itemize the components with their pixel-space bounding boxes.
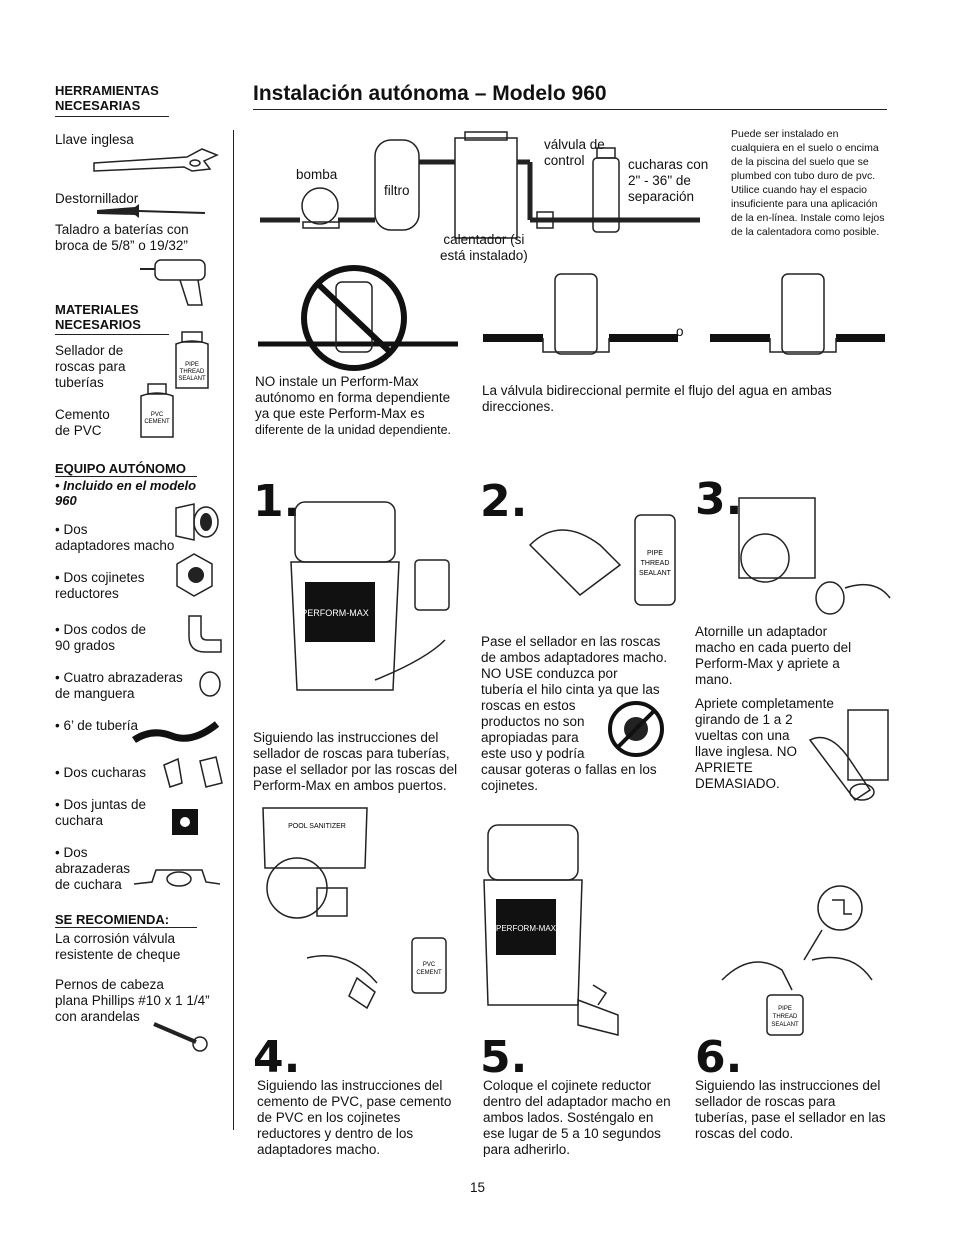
- svg-text:THREAD: THREAD: [773, 1014, 798, 1020]
- hose-clamp-icon: [199, 671, 221, 697]
- tool-wrench: Llave inglesa: [55, 132, 134, 147]
- svg-text:THREAD: THREAD: [641, 560, 670, 567]
- page-title: Instalación autónoma – Modelo 960: [253, 82, 607, 105]
- or-label: o: [676, 324, 684, 339]
- label-bomba: bomba: [296, 167, 338, 182]
- page-number: 15: [470, 1180, 486, 1195]
- step-2-number: 2.: [480, 476, 528, 527]
- flow-left-diagram: [483, 273, 678, 355]
- sidebar-divider: [233, 130, 234, 1130]
- svg-text:PVC: PVC: [151, 412, 164, 418]
- sealant-can-icon: PIPE THREAD SEALANT: [175, 331, 209, 389]
- drill-icon: [140, 259, 206, 306]
- screw-icon: [153, 1022, 208, 1052]
- svg-text:PIPE: PIPE: [185, 362, 199, 368]
- svg-text:PIPE: PIPE: [647, 550, 663, 557]
- step-2-illustration: PIPE THREAD SEALANT: [528, 514, 676, 606]
- step-4-illustration: POOL SANITIZER PVC CEMENT: [262, 807, 447, 1010]
- step-6-number: 6.: [695, 1032, 743, 1083]
- plumbing-diagram: [260, 131, 700, 239]
- svg-text:PERFORM-MAX: PERFORM-MAX: [496, 924, 557, 933]
- step-3-illustration: [738, 497, 891, 615]
- equipment-item: • 6’ de tubería: [55, 718, 139, 733]
- spoon-fittings-icon: [163, 756, 223, 788]
- wrench-icon: [93, 148, 219, 172]
- svg-text:THREAD: THREAD: [180, 369, 205, 375]
- reducer-bushing-icon: [176, 553, 213, 597]
- spoon-gasket-icon: [172, 809, 198, 835]
- step-6-illustration: PIPE THREAD SEALANT: [721, 885, 873, 1036]
- step-3-number: 3.: [695, 474, 743, 525]
- svg-text:PERFORM-MAX: PERFORM-MAX: [301, 608, 369, 618]
- no-tape-icon: [608, 701, 664, 757]
- step-1-number: 1.: [253, 476, 301, 527]
- svg-text:CEMENT: CEMENT: [416, 970, 442, 976]
- step-5-illustration: PERFORM-MAX: [483, 824, 619, 1036]
- svg-text:CEMENT: CEMENT: [144, 419, 170, 425]
- elbow-icon: [188, 615, 222, 653]
- recommended-heading: SE RECOMIENDA:: [55, 912, 170, 927]
- svg-text:SEALANT: SEALANT: [639, 570, 672, 577]
- no-install-icon: [258, 265, 458, 371]
- label-filtro: filtro: [384, 183, 410, 198]
- svg-text:SEALANT: SEALANT: [178, 376, 206, 382]
- wrench-tightening-icon: [808, 709, 889, 802]
- step-5-number: 5.: [480, 1032, 528, 1083]
- spoon-clamp-icon: [133, 869, 221, 887]
- equipment-heading: EQUIPO AUTÓNOMO: [55, 461, 186, 476]
- tool-screwdriver: Destornillador: [55, 191, 139, 206]
- step-1-illustration: PERFORM-MAX: [290, 501, 450, 691]
- male-adapter-icon: [175, 503, 219, 541]
- tubing-icon: [132, 721, 220, 743]
- flow-right-diagram: [710, 273, 885, 355]
- bidirectional-text: La válvula bidireccional permite el fluj…: [482, 383, 832, 414]
- screwdriver-icon: [97, 204, 206, 218]
- svg-text:PIPE: PIPE: [778, 1006, 792, 1012]
- svg-text:PVC: PVC: [423, 962, 436, 968]
- equipment-item: • Dos cucharas: [55, 765, 147, 780]
- pvc-cement-can-icon: PVC CEMENT: [140, 383, 174, 438]
- svg-text:POOL SANITIZER: POOL SANITIZER: [288, 823, 346, 830]
- svg-text:SEALANT: SEALANT: [771, 1022, 799, 1028]
- step-4-number: 4.: [253, 1032, 301, 1083]
